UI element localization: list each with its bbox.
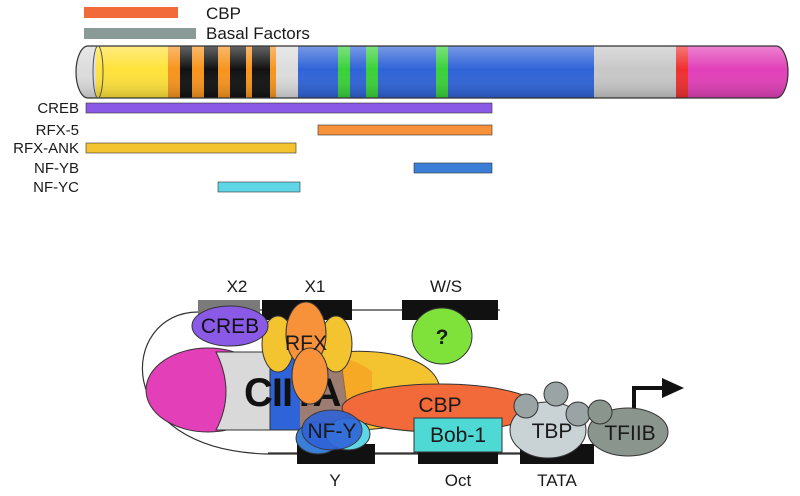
interactor-bar-rfx5 — [317, 124, 493, 136]
legend-basal-swatch — [84, 28, 196, 39]
creb-label: CREB — [201, 315, 259, 338]
box-x2-label: X2 — [227, 277, 248, 296]
domain-bar-endcap — [92, 45, 104, 99]
cbp-label: CBP — [418, 394, 461, 417]
arrow-head — [662, 378, 684, 398]
bob1-factor — [413, 417, 503, 453]
rfx-factor: RFX — [261, 301, 353, 405]
creb-factor — [191, 305, 269, 347]
interactor-bar-rfxank — [85, 142, 297, 154]
box-x1-label: X1 — [305, 277, 326, 296]
nfy-factor: NF-Y — [295, 409, 371, 455]
interactor-bar-creb — [85, 102, 493, 114]
interactor-label-rfxank: RFX-ANK — [13, 140, 79, 157]
rfx-label: RFX — [285, 332, 327, 355]
box-ws-label: W/S — [430, 277, 462, 296]
legend-cbp-label: CBP — [206, 4, 241, 23]
interactor-label-creb: CREB — [37, 100, 79, 117]
unknown-factor — [411, 307, 473, 365]
unknown-label: ? — [436, 326, 449, 349]
dna-loop — [141, 311, 530, 455]
legend-basal-label: Basal Factors — [206, 24, 310, 43]
ciita-domain-bar — [76, 46, 788, 98]
interactor-label-nfyc: NF-YC — [33, 179, 79, 196]
tfiib-label: TFIIB — [604, 422, 655, 445]
bob1-label: Bob-1 — [430, 424, 486, 447]
interactor-label-rfx5: RFX-5 — [36, 122, 79, 139]
tfiib-factor: TFIIB — [587, 399, 669, 457]
nfy-label: NF-Y — [308, 420, 357, 443]
box-oct-label: Oct — [445, 471, 472, 490]
legend-cbp-swatch — [84, 7, 178, 18]
interactor-label-nfyb: NF-YB — [34, 160, 79, 177]
box-tata-label: TATA — [537, 471, 577, 490]
tbp-label: TBP — [532, 420, 573, 443]
tbp-factor: TBP — [509, 381, 591, 459]
interactor-bar-nfyb — [413, 162, 493, 174]
interactor-bar-nfyc — [217, 181, 301, 193]
box-y-label: Y — [329, 471, 340, 490]
